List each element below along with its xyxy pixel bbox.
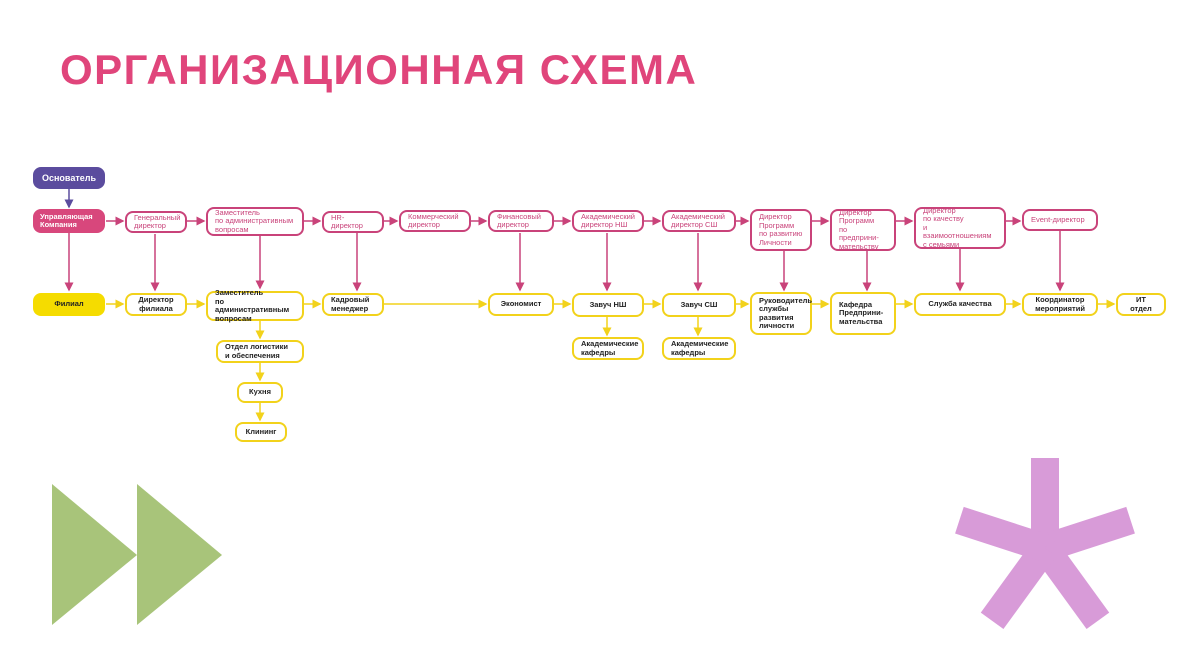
economist-node: Экономист (488, 293, 554, 316)
academic-director-ns-node: Академический директор НШ (572, 210, 644, 232)
quality-director-node: Директор по качеству и взаимоотношениям … (914, 206, 1006, 249)
asterisk-icon (955, 458, 1135, 630)
management-company-node: Управляющая Компания (33, 209, 105, 233)
branch-director-node: Директор филиала (125, 293, 187, 316)
founder-node: Основатель (33, 167, 105, 189)
page-title: ОРГАНИЗАЦИОННАЯ СХЕМА (60, 46, 698, 93)
personal-dev-director-node: Директор Программ по развитию Личности (750, 209, 812, 251)
it-dept-node: ИТ отдел (1116, 293, 1166, 316)
commercial-director-node: Коммерческий директор (399, 210, 471, 232)
kitchen-node: Кухня (237, 382, 283, 403)
logistics-dept-node: Отдел логистики и обеспечения (216, 340, 304, 363)
academic-depts-ss-node: Академические кафедры (662, 337, 736, 360)
head-teacher-ss-node: Завуч СШ (662, 293, 736, 317)
general-director-node: Генеральный директор (125, 211, 187, 233)
branch-deputy-admin-node: Заместитель по административным вопросам (206, 288, 304, 322)
fast-forward-icon (52, 484, 222, 625)
event-director-node: Event-директор (1022, 209, 1098, 231)
events-coordinator-node: Координатор мероприятий (1022, 293, 1098, 316)
head-teacher-ns-node: Завуч НШ (572, 293, 644, 317)
hr-director-node: HR-директор (322, 211, 384, 233)
financial-director-node: Финансовый директор (488, 210, 554, 232)
academic-depts-ns-node: Академические кафедры (572, 337, 644, 360)
entrepreneurship-dept-node: Кафедра Предприни- мательства (830, 292, 896, 335)
entrepreneurship-director-node: Директор Программ по предприни- мательст… (830, 208, 896, 251)
cleaning-node: Клининг (235, 422, 287, 442)
deputy-admin-node: Заместитель по административным вопросам (206, 207, 304, 236)
personal-dev-service-node: Руководитель службы развития личности (750, 292, 812, 335)
branch-node: Филиал (33, 293, 105, 316)
academic-director-ss-node: Академический директор СШ (662, 210, 736, 232)
quality-service-node: Служба качества (914, 293, 1006, 316)
hr-manager-node: Кадровый менеджер (322, 293, 384, 316)
